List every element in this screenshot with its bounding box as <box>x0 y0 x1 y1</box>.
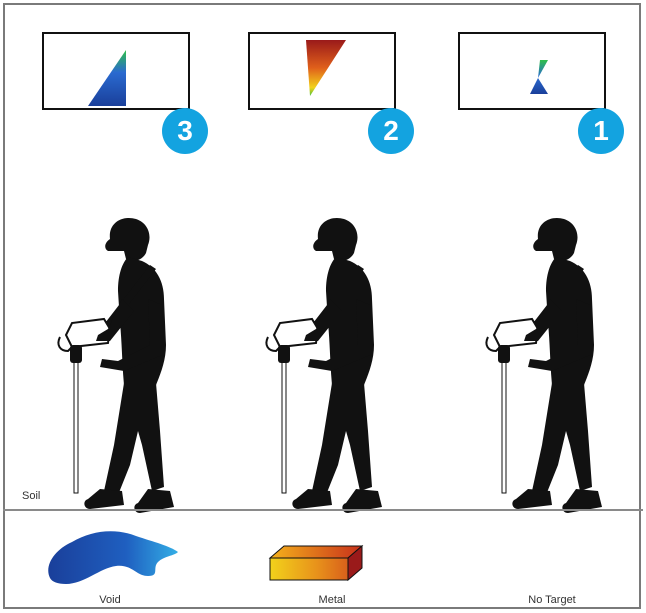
caption-void: Void <box>50 594 170 606</box>
scan-wedge-void <box>44 34 188 108</box>
metal-block <box>266 536 366 586</box>
badge-3: 3 <box>162 108 208 154</box>
scan-wedge-metal <box>250 34 394 108</box>
scan-display-2 <box>248 32 396 110</box>
badge-1: 1 <box>578 108 624 154</box>
caption-metal: Metal <box>272 594 392 606</box>
scan-wedge-none <box>460 34 604 108</box>
soil-label: Soil <box>22 490 40 502</box>
operator-silhouette-2 <box>246 180 406 550</box>
operator-silhouette-1 <box>466 180 626 550</box>
void-shape <box>44 526 184 584</box>
caption-no-target: No Target <box>492 594 612 606</box>
badge-2: 2 <box>368 108 414 154</box>
scan-display-3 <box>42 32 190 110</box>
operator-silhouette-3 <box>38 180 198 550</box>
ground-line <box>3 509 643 511</box>
scan-display-1 <box>458 32 606 110</box>
